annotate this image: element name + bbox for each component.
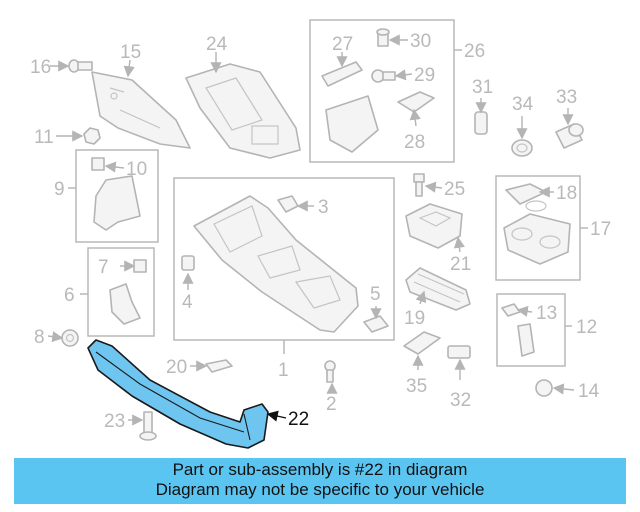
group-box-26 <box>309 19 455 163</box>
part-30-plug[interactable] <box>376 28 390 47</box>
callout-27: 27 <box>332 34 353 55</box>
callout-23: 23 <box>104 411 125 432</box>
part-32-switch[interactable] <box>447 345 471 359</box>
parts-diagram: 16 15 24 27 30 26 29 11 31 34 33 28 10 9… <box>30 19 611 449</box>
part-25-bolt[interactable] <box>413 173 425 197</box>
callout-28: 28 <box>404 132 425 153</box>
part-4-cap[interactable] <box>181 255 195 271</box>
callout-2: 2 <box>326 394 337 415</box>
callout-19: 19 <box>404 308 425 329</box>
part-3-clip[interactable] <box>277 195 299 213</box>
banner-line-disclaimer: Diagram may not be specific to your vehi… <box>155 480 485 499</box>
part-18-insert[interactable] <box>505 183 547 212</box>
callout-32: 32 <box>450 390 471 411</box>
part-14-nut[interactable] <box>535 379 553 397</box>
callout-29: 29 <box>414 65 435 86</box>
callout-30: 30 <box>410 31 431 52</box>
part-8-grommet[interactable] <box>61 329 79 347</box>
callout-11: 11 <box>34 127 54 148</box>
callout-34: 34 <box>512 94 534 115</box>
callout-22-highlighted: 22 <box>288 409 309 430</box>
part-13-clip[interactable] <box>501 303 521 317</box>
callout-5: 5 <box>370 284 381 305</box>
callout-6: 6 <box>64 285 75 306</box>
part-5-clip[interactable] <box>363 315 389 333</box>
group-box-6 <box>87 247 155 337</box>
callout-13: 13 <box>536 303 557 324</box>
part-15-side-panel[interactable] <box>91 71 191 149</box>
part-29-knob[interactable] <box>371 69 396 83</box>
callout-14: 14 <box>578 381 600 402</box>
callout-15: 15 <box>120 42 141 63</box>
group-box-9 <box>75 149 159 243</box>
part-33-power-outlet[interactable] <box>555 123 584 149</box>
callout-24: 24 <box>206 34 228 55</box>
part-20-clip[interactable] <box>205 359 233 373</box>
part-21-tray[interactable] <box>405 203 463 249</box>
part-16-bolt[interactable] <box>68 59 93 73</box>
callout-33: 33 <box>556 87 577 108</box>
part-10-clip[interactable] <box>91 157 105 171</box>
callout-3: 3 <box>318 197 329 218</box>
callout-31: 31 <box>472 77 493 98</box>
part-35-switch[interactable] <box>403 331 441 355</box>
callout-4: 4 <box>182 292 193 313</box>
callout-16: 16 <box>30 57 51 78</box>
callout-26: 26 <box>464 41 485 62</box>
callout-25: 25 <box>444 179 465 200</box>
part-11-nut[interactable] <box>83 127 101 145</box>
part-19-step-plate[interactable] <box>405 267 471 311</box>
callout-7: 7 <box>98 257 109 278</box>
callout-8: 8 <box>34 327 45 348</box>
part-6-bracket[interactable] <box>109 283 141 325</box>
part-2-screw[interactable] <box>324 360 336 383</box>
part-31-clip[interactable] <box>474 111 488 135</box>
part-12-bracket[interactable] <box>517 323 535 357</box>
part-24-shift-panel[interactable] <box>185 63 301 159</box>
callout-1: 1 <box>278 360 289 381</box>
callout-35: 35 <box>406 376 427 397</box>
callout-18: 18 <box>556 183 577 204</box>
callout-labels: 16 15 24 27 30 26 29 11 31 34 33 28 10 9… <box>30 31 611 432</box>
banner-line-part-number: Part or sub-assembly is #22 in diagram <box>172 460 468 479</box>
part-1-center-console[interactable] <box>193 195 359 333</box>
leader-lines <box>47 34 588 426</box>
callout-12: 12 <box>576 317 597 338</box>
info-banner: Part or sub-assembly is #22 in diagram D… <box>14 458 626 504</box>
part-28-storage-box[interactable] <box>325 91 435 153</box>
callout-20: 20 <box>166 357 187 378</box>
part-34-socket[interactable] <box>511 139 533 157</box>
part-17-cup-holder[interactable] <box>503 213 571 265</box>
callout-21: 21 <box>450 254 471 275</box>
callout-17: 17 <box>590 219 611 240</box>
callout-9: 9 <box>54 179 65 200</box>
part-22-air-duct-highlighted[interactable] <box>87 339 269 449</box>
callout-10: 10 <box>126 159 147 180</box>
part-9-bracket[interactable] <box>93 175 141 231</box>
part-7-clip[interactable] <box>133 259 147 273</box>
group-box-12 <box>496 293 566 367</box>
part-23-bolt[interactable] <box>139 411 157 441</box>
